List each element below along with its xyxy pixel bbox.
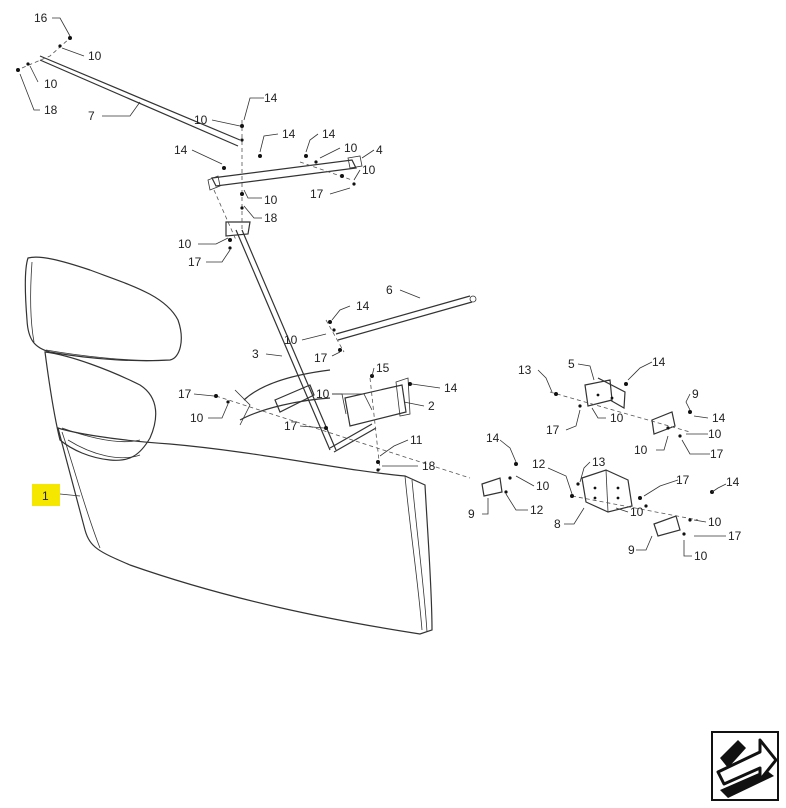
callout-4: 4 bbox=[376, 143, 383, 157]
callout-13: 13 bbox=[592, 455, 606, 469]
callout-10: 10 bbox=[708, 515, 722, 529]
callout-14: 14 bbox=[652, 355, 666, 369]
callout-17: 17 bbox=[284, 419, 298, 433]
upper-bracket-part-4 bbox=[207, 155, 363, 191]
callout-10: 10 bbox=[284, 333, 298, 347]
rod-part-11 bbox=[329, 423, 377, 453]
callout-14: 14 bbox=[356, 299, 370, 313]
callout-17: 17 bbox=[710, 447, 724, 461]
callout-12: 12 bbox=[530, 503, 544, 517]
callout-10: 10 bbox=[316, 387, 330, 401]
callout-10: 10 bbox=[88, 49, 102, 63]
bracket-part-9 bbox=[481, 411, 681, 537]
callout-9: 9 bbox=[692, 387, 699, 401]
callout-17: 17 bbox=[314, 351, 328, 365]
leader-lines bbox=[19, 17, 727, 557]
bracket-part-2 bbox=[344, 377, 411, 427]
callout-17: 17 bbox=[188, 255, 202, 269]
callout-10: 10 bbox=[362, 163, 376, 177]
callout-1-highlight: 1 bbox=[32, 484, 60, 506]
callout-1: 1 bbox=[42, 489, 49, 503]
callout-16: 16 bbox=[34, 11, 48, 25]
callout-5: 5 bbox=[568, 357, 575, 371]
bracket-small-left bbox=[274, 384, 315, 413]
callout-2: 2 bbox=[428, 399, 435, 413]
callout-17: 17 bbox=[676, 473, 690, 487]
callout-11: 11 bbox=[410, 433, 423, 447]
callout-labels: 16 10 10 18 7 14 10 14 14 14 10 4 10 17 … bbox=[34, 11, 742, 563]
callout-10: 10 bbox=[610, 411, 624, 425]
callout-7: 7 bbox=[88, 109, 95, 123]
callout-10: 10 bbox=[178, 237, 192, 251]
callout-17: 17 bbox=[310, 187, 324, 201]
callout-14: 14 bbox=[322, 127, 336, 141]
callout-17: 17 bbox=[546, 423, 560, 437]
fasteners bbox=[16, 36, 714, 536]
callout-8: 8 bbox=[554, 517, 561, 531]
callout-9: 9 bbox=[468, 507, 475, 521]
bracket-part-8 bbox=[581, 469, 633, 513]
callout-10: 10 bbox=[44, 77, 58, 91]
highlight-box bbox=[32, 484, 60, 506]
callout-14: 14 bbox=[282, 127, 296, 141]
callout-17: 17 bbox=[178, 387, 192, 401]
callout-10: 10 bbox=[708, 427, 722, 441]
callout-10: 10 bbox=[194, 113, 208, 127]
callout-14: 14 bbox=[264, 91, 278, 105]
callout-10: 10 bbox=[536, 479, 550, 493]
panel-part-1 bbox=[24, 256, 433, 635]
rod-part-7 bbox=[39, 55, 241, 147]
callout-14: 14 bbox=[174, 143, 188, 157]
callout-18: 18 bbox=[44, 103, 58, 117]
callout-10: 10 bbox=[264, 193, 278, 207]
rod-part-6 bbox=[335, 295, 477, 341]
callout-14: 14 bbox=[444, 381, 458, 395]
callout-14: 14 bbox=[712, 411, 726, 425]
callout-3: 3 bbox=[252, 347, 259, 361]
callout-18: 18 bbox=[264, 211, 278, 225]
callout-10: 10 bbox=[694, 549, 708, 563]
callout-6: 6 bbox=[386, 283, 393, 297]
bracket-part-5 bbox=[584, 377, 626, 409]
callout-18: 18 bbox=[422, 459, 436, 473]
arrow-navigation-icon[interactable] bbox=[711, 731, 779, 801]
callout-10: 10 bbox=[344, 141, 358, 155]
callout-9: 9 bbox=[628, 543, 635, 557]
callout-10: 10 bbox=[630, 505, 644, 519]
callout-10: 10 bbox=[634, 443, 648, 457]
callout-14: 14 bbox=[726, 475, 740, 489]
callout-17: 17 bbox=[728, 529, 742, 543]
callout-15: 15 bbox=[376, 361, 390, 375]
callout-12: 12 bbox=[532, 457, 546, 471]
assembly-lines bbox=[21, 37, 699, 521]
callout-10: 10 bbox=[190, 411, 204, 425]
callout-14: 14 bbox=[486, 431, 500, 445]
callout-13: 13 bbox=[518, 363, 532, 377]
